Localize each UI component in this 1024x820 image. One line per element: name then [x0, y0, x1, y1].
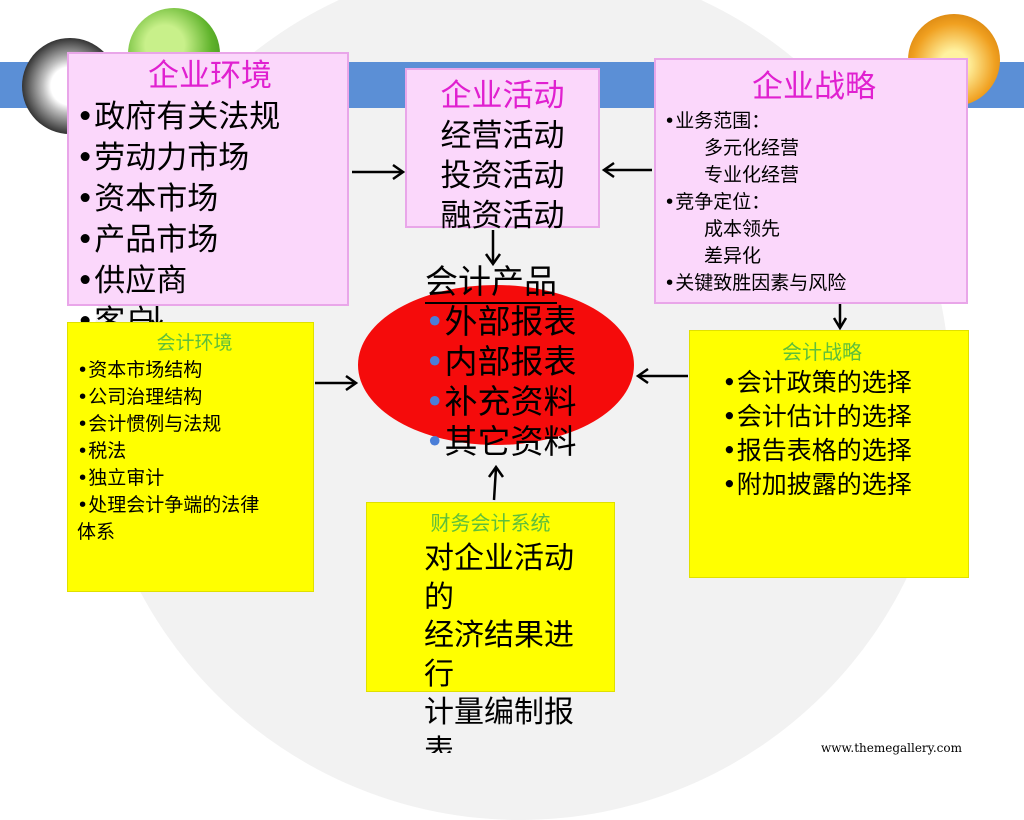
acc-env-item-legal: 处理会计争端的法律 [77, 492, 312, 519]
financial-system-line-3: 经济结果进 [424, 617, 614, 656]
enterprise-environment-title: 企业环境 [76, 56, 356, 97]
financial-system-line-2: 的 [424, 579, 614, 618]
financial-system-title: 财务会计系统 [366, 510, 615, 536]
product-item-internal: 内部报表 [425, 342, 576, 382]
acc-env-item-tax: 税法 [77, 438, 312, 465]
accounting-strategy-text: 会计战略 会计政策的选择 会计估计的选择 报告表格的选择 附加披露的选择 [722, 338, 962, 502]
activity-item-operating: 经营活动 [405, 116, 600, 156]
activity-item-investing: 投资活动 [405, 156, 600, 196]
financial-system-line-6: 表 [424, 733, 614, 753]
acc-env-item-governance: 公司治理结构 [77, 384, 312, 411]
env-item-labor: 劳动力市场 [76, 138, 356, 179]
enterprise-environment-text: 企业环境 政府有关法规 劳动力市场 资本市场 产品市场 供应商 客户 [76, 56, 356, 343]
product-item-other: 其它资料 [425, 422, 576, 462]
accounting-strategy-title: 会计战略 [722, 338, 962, 366]
accounting-environment-text: 会计环境 资本市场结构 公司治理结构 会计惯例与法规 税法 独立审计 处理会计争… [77, 330, 312, 546]
accounting-environment-title: 会计环境 [77, 330, 312, 357]
env-item-product: 产品市场 [76, 220, 356, 261]
acc-strategy-item-estimate: 会计估计的选择 [722, 400, 962, 434]
strategy-sub-differentiation: 差异化 [664, 243, 964, 270]
enterprise-strategy-title: 企业战略 [664, 66, 964, 108]
acc-env-item-conventions: 会计惯例与法规 [77, 411, 312, 438]
financial-system-text: 对企业活动 的 经济结果进 行 计量编制报 表 [424, 540, 614, 753]
strategy-item-positioning: 竞争定位： [664, 189, 964, 216]
accounting-product-text: 会计产品 外部报表 内部报表 补充资料 其它资料 [425, 262, 576, 462]
strategy-item-factors: 关键致胜因素与风险 [664, 270, 964, 297]
financial-system-line-5: 计量编制报 [424, 694, 614, 733]
product-item-external: 外部报表 [425, 302, 576, 342]
acc-strategy-item-format: 报告表格的选择 [722, 434, 962, 468]
acc-env-item-audit: 独立审计 [77, 465, 312, 492]
env-item-supplier: 供应商 [76, 261, 356, 302]
financial-system-line-4: 行 [424, 656, 614, 695]
strategy-sub-cost: 成本领先 [664, 216, 964, 243]
product-item-supplementary: 补充资料 [425, 382, 576, 422]
acc-env-item-capital: 资本市场结构 [77, 357, 312, 384]
enterprise-activity-title: 企业活动 [405, 76, 600, 116]
env-item-regulation: 政府有关法规 [76, 97, 356, 138]
enterprise-activity-text: 企业活动 经营活动 投资活动 融资活动 [405, 76, 600, 236]
acc-strategy-item-policy: 会计政策的选择 [722, 366, 962, 400]
financial-system-line-1: 对企业活动 [424, 540, 614, 579]
acc-env-item-legal-tail: 体系 [77, 519, 312, 546]
activity-item-financing: 融资活动 [405, 196, 600, 236]
strategy-sub-specialized: 专业化经营 [664, 162, 964, 189]
footer-url: www.themegallery.com [821, 741, 962, 755]
strategy-sub-diversified: 多元化经营 [664, 135, 964, 162]
strategy-item-scope: 业务范围： [664, 108, 964, 135]
accounting-product-title: 会计产品 [425, 262, 557, 304]
env-item-capital: 资本市场 [76, 179, 356, 220]
enterprise-strategy-text: 企业战略 业务范围： 多元化经营 专业化经营 竞争定位： 成本领先 差异化 关键… [664, 66, 964, 297]
acc-strategy-item-disclosure: 附加披露的选择 [722, 468, 962, 502]
arrow-system-to-product [494, 468, 496, 500]
